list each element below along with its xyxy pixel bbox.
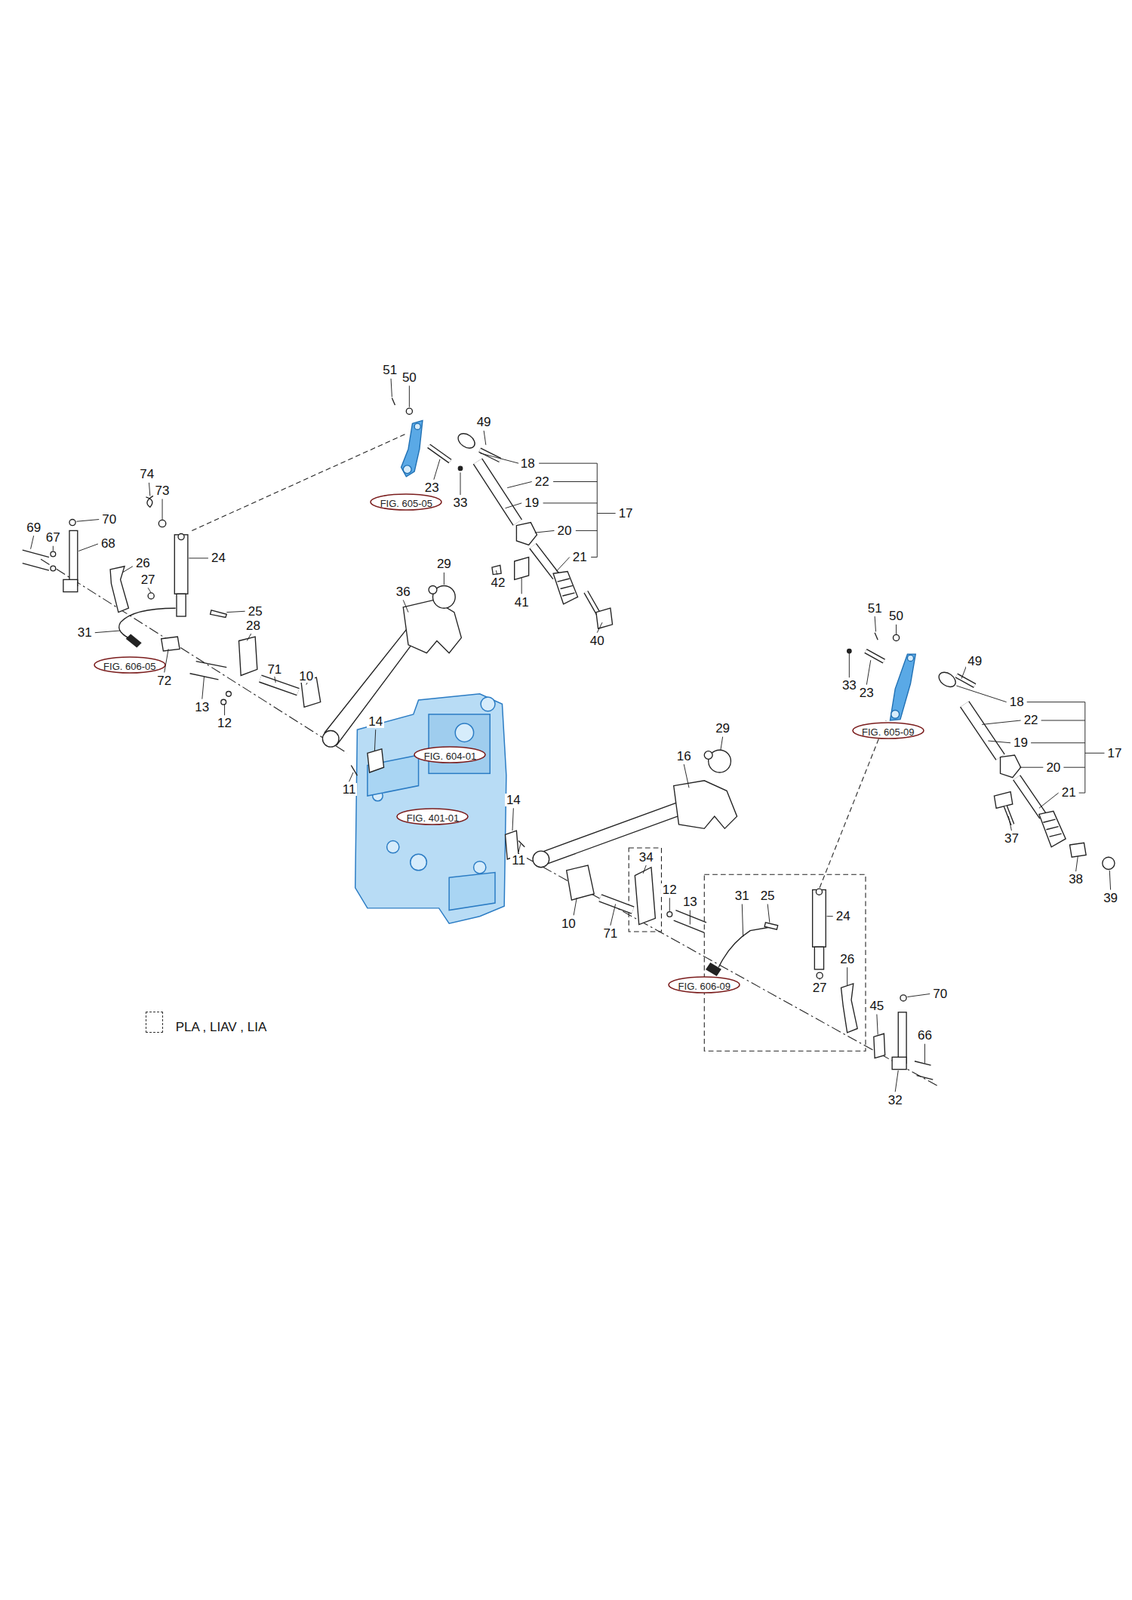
figure-reference: FIG. 401-01 [406,813,459,825]
oval-shape [396,809,468,825]
callout-number: 24 [209,551,228,565]
callout-number: 13 [681,895,699,909]
callout-number: 66 [916,1029,934,1043]
callout-number: 13 [193,701,211,714]
callout-number: 25 [246,605,265,619]
callout-number: 73 [153,484,172,498]
callout-number: 27 [811,981,829,995]
callout-number: 67 [44,531,62,545]
callout-number: 37 [1002,832,1021,846]
callout-number: 17 [1106,747,1124,760]
callout-number: 12 [215,716,234,730]
callout-number: 69 [24,521,43,535]
callout-number: 23 [858,686,876,700]
callout-number: 70 [931,987,949,1001]
callout-number: 50 [887,609,905,623]
callout-number: 29 [713,722,732,736]
figure-reference: FIG. 606-05 [103,661,156,673]
callout-number: 51 [866,602,884,616]
oval-shape [668,977,740,994]
callout-number: 17 [617,507,635,520]
callout-number: 19 [522,496,541,510]
callout-number: 72 [155,674,173,688]
callout-number: 45 [867,999,886,1013]
figure-reference-oval: FIG. 401-01 [396,808,469,826]
callout-number: 23 [423,481,441,495]
figure-reference: FIG. 604-01 [424,751,477,763]
callout-number: 31 [76,626,94,640]
callout-number: 11 [341,783,358,797]
oval-shape [370,494,442,511]
callout-number: 11 [510,854,527,868]
callout-number: 24 [834,910,853,923]
callout-number: 26 [838,953,856,966]
figure-reference-oval: FIG. 605-09 [852,722,925,740]
callout-number: 71 [265,663,283,677]
oval-shape [852,722,924,739]
callout-number: 14 [366,715,385,729]
callout-number: 14 [504,793,523,807]
figure-reference-oval: FIG. 606-09 [667,976,741,994]
callout-number: 26 [134,556,152,570]
callout-number: 29 [435,557,453,571]
callout-number: 10 [559,917,578,931]
callout-number: 68 [99,537,117,551]
callout-number: 32 [886,1094,905,1108]
callout-number: 74 [138,467,156,481]
oval-shape [94,657,166,674]
figure-reference-oval: FIG. 606-05 [93,656,167,674]
callout-number: 18 [519,457,537,471]
callout-number: 12 [661,883,679,897]
callout-number: 27 [139,573,157,587]
callout-number: 50 [400,371,419,385]
callout-number: 10 [297,670,315,683]
callout-number: 33 [452,496,470,510]
callout-number: 34 [637,851,656,865]
callout-number: 25 [759,889,777,903]
callout-number: 38 [1067,873,1085,886]
figure-reference-oval: FIG. 605-05 [369,493,443,511]
callout-number: 20 [1044,761,1062,775]
callout-number: 39 [1101,892,1120,905]
callout-number: 51 [381,363,399,377]
callout-number: 71 [601,927,619,941]
callout-number: 20 [556,524,574,538]
figure-reference: FIG. 606-09 [678,981,731,993]
callout-number: 18 [1008,695,1026,709]
callout-number: 40 [588,634,606,648]
oval-shape [414,747,486,763]
callout-number: 42 [489,576,508,590]
callout-number: 21 [1060,786,1078,800]
callout-number: 28 [244,619,262,633]
callout-number: 33 [840,679,859,693]
callout-number: 70 [100,513,118,527]
callout-number: 22 [1022,713,1040,727]
figure-reference: FIG. 605-05 [380,498,433,510]
callout-number: 21 [571,550,589,564]
callout-number: 19 [1012,736,1030,750]
callout-number: 16 [675,750,693,763]
figure-reference: FIG. 605-09 [861,727,914,739]
callout-number: 41 [513,596,531,610]
legend-swatch [145,1012,164,1034]
legend-text: PLA , LIAV , LIA [175,1021,268,1034]
callout-number: 36 [394,585,413,599]
callout-number: 22 [533,475,551,489]
callout-number: 31 [733,889,751,903]
callout-number: 49 [965,655,984,668]
figure-reference-oval: FIG. 604-01 [413,746,487,764]
callout-number: 49 [475,415,493,429]
